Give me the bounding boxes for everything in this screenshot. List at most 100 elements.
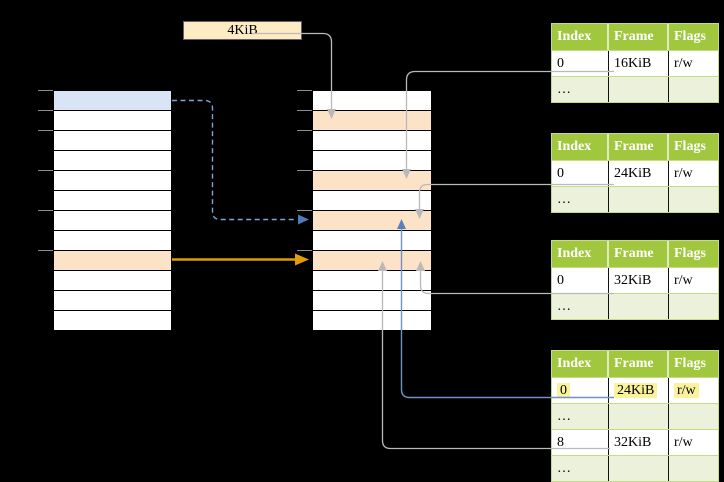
memory-row-white <box>313 91 431 111</box>
memory-row-white <box>54 131 171 151</box>
col-header-index: Index <box>552 134 609 160</box>
physical-memory-column <box>312 90 432 331</box>
cell-flags <box>669 404 718 429</box>
table-row: 0 32KiB r/w <box>552 268 718 294</box>
cell-frame <box>609 456 669 481</box>
cell-frame <box>609 77 669 102</box>
table-row: … <box>552 294 718 319</box>
memory-row-orange <box>313 251 431 271</box>
address-tick <box>38 170 53 171</box>
address-tick <box>297 110 312 111</box>
table-row: … <box>552 187 718 212</box>
col-header-frame: Frame <box>609 351 669 377</box>
arrowhead-right <box>295 253 309 266</box>
memory-row-blue <box>54 91 171 111</box>
page-size-label: 4KiB <box>183 21 302 40</box>
address-tick <box>38 110 53 111</box>
memory-row-white <box>54 231 171 251</box>
highlight: 0 <box>557 383 570 398</box>
table-row-highlighted: 0 24KiB r/w <box>552 378 718 404</box>
table-header-row: Index Frame Flags <box>552 24 718 51</box>
cell-index: 0 <box>552 51 609 76</box>
address-tick <box>38 250 53 251</box>
memory-row-white <box>313 271 431 291</box>
cell-frame <box>609 404 669 429</box>
memory-row-orange <box>313 211 431 231</box>
col-header-frame: Frame <box>609 241 669 267</box>
address-tick <box>297 130 312 131</box>
cell-flags <box>669 294 718 319</box>
highlight: 24KiB <box>614 383 658 398</box>
cell-frame: 24KiB <box>609 378 669 403</box>
address-tick <box>297 90 312 91</box>
table-header-row: Index Frame Flags <box>552 351 718 378</box>
cell-flags <box>669 187 718 212</box>
cell-index: … <box>552 404 609 429</box>
memory-row-white <box>313 291 431 311</box>
cell-flags <box>669 456 718 481</box>
page-table-2: Index Frame Flags 0 24KiB r/w … <box>551 133 719 213</box>
cell-flags <box>669 77 718 102</box>
cell-index: 0 <box>552 268 609 293</box>
memory-row-white <box>54 191 171 211</box>
memory-row-white <box>313 151 431 171</box>
col-header-index: Index <box>552 241 609 267</box>
address-tick <box>38 90 53 91</box>
memory-row-white <box>54 211 171 231</box>
col-header-flags: Flags <box>674 246 706 261</box>
col-header-flags: Flags <box>674 356 706 371</box>
memory-row-white <box>54 311 171 330</box>
cell-frame: 32KiB <box>609 430 669 455</box>
table-row: … <box>552 404 718 430</box>
memory-row-white <box>313 191 431 211</box>
cell-index: … <box>552 77 609 102</box>
memory-row-white <box>313 311 431 330</box>
address-tick <box>297 210 312 211</box>
col-header-frame: Frame <box>609 134 669 160</box>
address-tick <box>38 130 53 131</box>
memory-row-orange <box>313 111 431 131</box>
cell-index: … <box>552 456 609 481</box>
cell-index: 8 <box>552 430 609 455</box>
memory-row-white <box>54 151 171 171</box>
table-row: … <box>552 456 718 481</box>
page-table-1: Index Frame Flags 0 16KiB r/w … <box>551 23 719 103</box>
highlight: r/w <box>674 383 699 398</box>
cell-index: 0 <box>552 161 609 186</box>
cell-frame <box>609 187 669 212</box>
col-header-index: Index <box>552 24 609 50</box>
memory-row-white <box>54 111 171 131</box>
table-row: 0 16KiB r/w <box>552 51 718 77</box>
memory-row-white <box>313 231 431 251</box>
cell-index: 0 <box>552 378 609 403</box>
table-row: … <box>552 77 718 102</box>
col-header-flags: Flags <box>674 139 706 154</box>
memory-row-white <box>54 171 171 191</box>
memory-row-white <box>54 291 171 311</box>
table-row: 8 32KiB r/w <box>552 430 718 456</box>
cell-flags: r/w <box>669 378 718 403</box>
memory-row-orange <box>313 171 431 191</box>
cell-flags: r/w <box>674 56 693 71</box>
cell-frame: 32KiB <box>609 268 669 293</box>
page-table-3: Index Frame Flags 0 32KiB r/w … <box>551 240 719 320</box>
address-tick <box>297 170 312 171</box>
cell-index: … <box>552 294 609 319</box>
cell-frame <box>609 294 669 319</box>
cell-flags: r/w <box>674 166 693 181</box>
cell-index: … <box>552 187 609 212</box>
address-tick <box>38 210 53 211</box>
col-header-index: Index <box>552 351 609 377</box>
cell-flags: r/w <box>674 273 693 288</box>
table-header-row: Index Frame Flags <box>552 134 718 161</box>
table-row: 0 24KiB r/w <box>552 161 718 187</box>
arrowhead-right <box>298 214 309 225</box>
table-header-row: Index Frame Flags <box>552 241 718 268</box>
col-header-flags: Flags <box>674 29 706 44</box>
memory-row-white <box>313 131 431 151</box>
cell-flags: r/w <box>674 435 693 450</box>
address-tick <box>297 250 312 251</box>
wire-virtual-page-to-frame <box>172 99 296 221</box>
cell-frame: 24KiB <box>609 161 669 186</box>
